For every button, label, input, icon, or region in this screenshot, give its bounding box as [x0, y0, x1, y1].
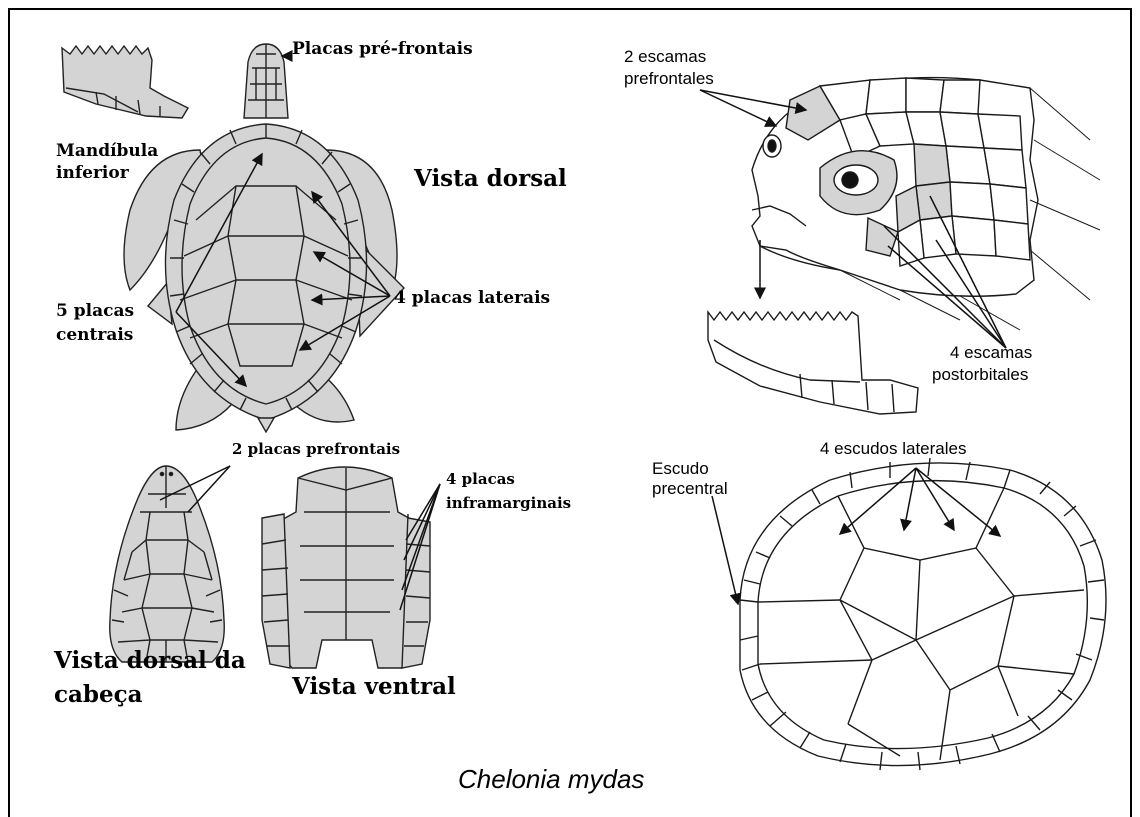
label-precentral: precentral: [652, 478, 728, 500]
label-5-placas: 5 placas: [56, 300, 134, 322]
carapace-outline: [740, 458, 1106, 770]
label-2-placas-prefrontais: 2 placas prefrontais: [232, 440, 400, 459]
species-caption: Chelonia mydas: [458, 764, 644, 794]
head-dorsal-view: [110, 466, 225, 662]
label-prefrontales: prefrontales: [624, 68, 714, 90]
label-4-placas-laterais: 4 placas laterais: [394, 287, 550, 309]
label-inframarginais: inframarginais: [446, 494, 571, 513]
mandible-small: [62, 46, 188, 118]
label-cabeca: cabeça: [54, 680, 143, 710]
turtle-head-lateral: [752, 78, 1100, 330]
label-vista-ventral: Vista ventral: [292, 672, 456, 702]
label-2-escamas: 2 escamas: [624, 46, 706, 68]
label-4-placas: 4 placas: [446, 470, 515, 489]
mandible-detail-right: [708, 312, 918, 414]
label-mandibula: Mandíbula: [56, 140, 158, 162]
label-vista-dorsal: Vista dorsal: [414, 164, 567, 194]
label-placas-pre-frontais: Placas pré-frontais: [292, 38, 473, 60]
plastron-ventral-view: [262, 467, 430, 668]
label-4-escamas: 4 escamas: [950, 342, 1032, 364]
label-inferior: inferior: [56, 162, 129, 184]
label-centrais: centrais: [56, 324, 133, 346]
label-vista-dorsal-da: Vista dorsal da: [54, 646, 246, 676]
label-postorbitales: postorbitales: [932, 364, 1028, 386]
label-4-escudos-laterales: 4 escudos laterales: [820, 438, 966, 460]
label-escudo: Escudo: [652, 458, 709, 480]
